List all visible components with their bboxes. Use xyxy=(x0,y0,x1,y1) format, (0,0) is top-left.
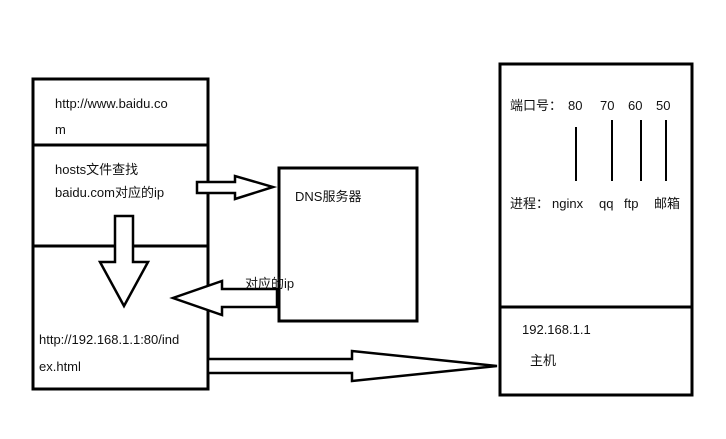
port-80: 80 xyxy=(568,98,583,113)
dns-server-title: DNS服务器 xyxy=(295,189,362,204)
host-caption: 主机 xyxy=(530,353,557,368)
process-label: 进程： xyxy=(510,196,550,211)
host-box xyxy=(498,62,694,397)
hosts-text-line1: hosts文件查找 xyxy=(55,162,139,177)
resolved-url-line2: ex.html xyxy=(39,359,81,374)
port-60: 60 xyxy=(628,98,643,113)
process-mailbox: 邮箱 xyxy=(654,196,681,211)
resolved-url-line1: http://192.168.1.1:80/ind xyxy=(39,332,180,347)
port-50: 50 xyxy=(656,98,671,113)
arrow-to-dns xyxy=(195,174,278,201)
url-text-line2: m xyxy=(55,122,66,137)
arrow-to-host xyxy=(206,349,498,383)
process-nginx: nginx xyxy=(552,196,584,211)
dns-server-box xyxy=(277,166,419,323)
port-label: 端口号： xyxy=(510,98,563,113)
url-text-line1: http://www.baidu.co xyxy=(55,96,168,111)
hosts-text-line2: baidu.com对应的ip xyxy=(55,185,165,200)
arrow-ip-return xyxy=(169,279,279,317)
host-ip: 192.168.1.1 xyxy=(522,322,591,337)
port-70: 70 xyxy=(600,98,615,113)
browser-box xyxy=(31,77,210,391)
arrow-down-in-browser xyxy=(97,214,151,309)
dns-return-label: 对应的ip xyxy=(245,276,295,291)
process-qq: qq xyxy=(599,196,614,211)
process-ftp: ftp xyxy=(624,196,639,211)
